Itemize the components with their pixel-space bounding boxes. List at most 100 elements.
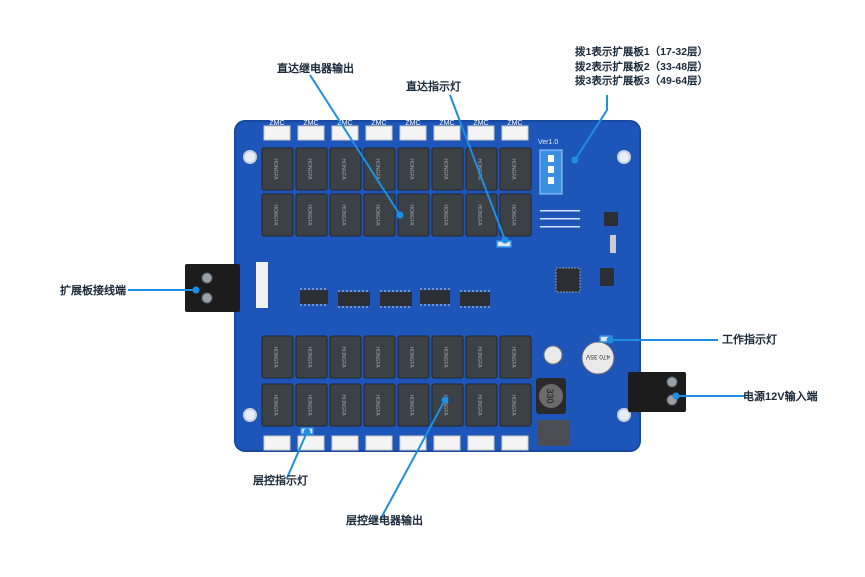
floor-relay-array: HONGFA HONGFA HONGFA HONGFA HONGFA HONGFA HONG… xyxy=(261,335,532,427)
floor-relay[interactable] xyxy=(363,383,396,427)
floor-relay[interactable] xyxy=(465,335,498,379)
direct-relay[interactable] xyxy=(329,193,362,237)
connector-label: ZMC xyxy=(337,120,352,127)
direct-relay[interactable] xyxy=(499,193,532,237)
connector-label: ZMC xyxy=(507,120,522,127)
silkscreen-notes xyxy=(540,210,580,228)
direct-relay[interactable] xyxy=(261,193,294,237)
relay-brand: HONGFA xyxy=(442,204,448,226)
top-connector[interactable]: ZMC xyxy=(501,120,529,141)
direct-relay-array: HONGFA HONGFA HONGFA HONGFA HONGFA HONGFA HONG… xyxy=(261,147,532,237)
floor-relay[interactable] xyxy=(329,335,362,379)
mounting-holes xyxy=(243,150,631,422)
floor-indicator-label: 层控指示灯 xyxy=(253,475,308,487)
callout-dots xyxy=(192,156,680,436)
connector-label: ZMC xyxy=(473,120,488,127)
ic-pins xyxy=(300,288,490,308)
bottom-connector-row xyxy=(263,435,529,451)
relay-brand: HONGFA xyxy=(306,394,312,416)
direct-relay[interactable] xyxy=(363,193,396,237)
crystal xyxy=(610,235,616,253)
direct-relay[interactable] xyxy=(465,193,498,237)
bottom-connector[interactable] xyxy=(263,435,291,451)
capacitor-small xyxy=(543,345,563,365)
floor-relay[interactable] xyxy=(329,383,362,427)
relay-brand: HONGFA xyxy=(442,394,448,416)
direct-relay[interactable] xyxy=(295,193,328,237)
relay-brand: HONGFA xyxy=(442,346,448,368)
floor-relay[interactable] xyxy=(499,383,532,427)
bottom-connector[interactable] xyxy=(467,435,495,451)
relay-brand: HONGFA xyxy=(476,346,482,368)
inductor-core xyxy=(539,384,563,408)
dip-switch-notes: 拨1表示扩展板1（17-32层） 拨2表示扩展板2（33-48层） 拨3表示扩展… xyxy=(575,45,708,89)
direct-relay[interactable] xyxy=(431,147,464,191)
direct-relay[interactable] xyxy=(295,147,328,191)
relay-brand: HONGFA xyxy=(272,204,278,226)
relay-brand: HONGFA xyxy=(408,204,414,226)
floor-relay[interactable] xyxy=(261,383,294,427)
direct-relay[interactable] xyxy=(329,147,362,191)
expansion-header xyxy=(256,262,268,308)
direct-relay[interactable] xyxy=(397,147,430,191)
top-connector[interactable]: ZMC xyxy=(297,120,325,141)
relay-brand: HONGFA xyxy=(374,394,380,416)
work-indicator-label: 工作指示灯 xyxy=(722,334,777,346)
direct-relay[interactable] xyxy=(431,193,464,237)
floor-relay[interactable] xyxy=(431,335,464,379)
power-terminal-block[interactable] xyxy=(628,372,686,412)
top-connector[interactable]: ZMC xyxy=(399,120,427,141)
floor-relay[interactable] xyxy=(363,335,396,379)
relay-brand: HONGFA xyxy=(340,204,346,226)
relay-brand: HONGFA xyxy=(408,158,414,180)
regulator xyxy=(538,420,570,446)
small-ic-2 xyxy=(604,212,618,226)
direct-relay[interactable] xyxy=(261,147,294,191)
driver-ic-row xyxy=(300,290,490,306)
bottom-connector[interactable] xyxy=(433,435,461,451)
floor-relay[interactable] xyxy=(295,383,328,427)
connector-label: ZMC xyxy=(405,120,420,127)
bottom-connector[interactable] xyxy=(501,435,529,451)
capacitor-label: 470 35V xyxy=(585,353,610,360)
relay-brand: HONGFA xyxy=(510,158,516,180)
relay-brand: HONGFA xyxy=(272,346,278,368)
relay-brand: HONGFA xyxy=(374,346,380,368)
direct-relay[interactable] xyxy=(499,147,532,191)
top-connector[interactable]: ZMC xyxy=(433,120,461,141)
expansion-terminal-block[interactable] xyxy=(185,264,240,312)
relay-brand: HONGFA xyxy=(306,158,312,180)
bottom-connector[interactable] xyxy=(365,435,393,451)
floor-relay[interactable] xyxy=(397,335,430,379)
top-connector[interactable]: ZMC xyxy=(331,120,359,141)
top-connector-row: ZMC ZMC ZMC ZMC ZMC ZMC ZMC ZMC xyxy=(263,120,529,141)
relay-brand: HONGFA xyxy=(408,394,414,416)
relay-brand: HONGFA xyxy=(272,394,278,416)
relay-brand: HONGFA xyxy=(340,394,346,416)
relay-brand: HONGFA xyxy=(272,158,278,180)
floor-relay-output-label: 层控继电器输出 xyxy=(346,515,423,527)
relay-brand: HONGFA xyxy=(442,158,448,180)
top-connector[interactable]: ZMC xyxy=(263,120,291,141)
floor-relay[interactable] xyxy=(499,335,532,379)
board-version-text: Ver1.0 xyxy=(538,139,558,146)
direct-indicator-label: 直达指示灯 xyxy=(406,81,461,93)
floor-relay[interactable] xyxy=(431,383,464,427)
dip-note-1: 拨1表示扩展板1（17-32层） xyxy=(575,46,709,58)
bottom-connector[interactable] xyxy=(331,435,359,451)
floor-relay[interactable] xyxy=(397,383,430,427)
direct-relay[interactable] xyxy=(363,147,396,191)
top-connector[interactable]: ZMC xyxy=(467,120,495,141)
floor-relay[interactable] xyxy=(261,335,294,379)
capacitor-large[interactable] xyxy=(581,341,615,375)
connector-label: ZMC xyxy=(439,120,454,127)
power-input-label: 电源12V输入端 xyxy=(743,391,818,403)
connector-label: ZMC xyxy=(269,120,284,127)
expansion-terminal-label: 扩展板接线端 xyxy=(60,285,126,297)
top-connector[interactable]: ZMC xyxy=(365,120,393,141)
relay-brand: HONGFA xyxy=(374,204,380,226)
floor-relay[interactable] xyxy=(465,383,498,427)
relay-brand: HONGFA xyxy=(476,204,482,226)
floor-relay[interactable] xyxy=(295,335,328,379)
connector-label: ZMC xyxy=(303,120,318,127)
